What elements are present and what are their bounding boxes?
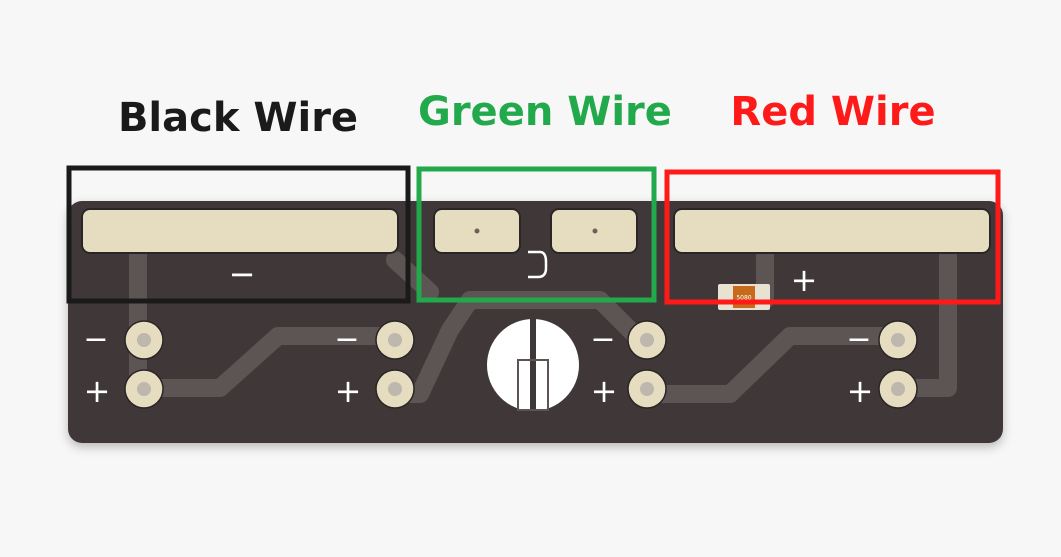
black-wire-pad bbox=[81, 208, 399, 254]
green-pad-left-via bbox=[474, 228, 480, 234]
pin-1-plus-symbol: + bbox=[84, 372, 111, 410]
green-wire-highlight-box bbox=[416, 166, 657, 303]
pin-group-4: − + bbox=[846, 320, 918, 410]
smd-resistor: 5080 bbox=[718, 284, 770, 310]
pin-2-minus-symbol: − bbox=[334, 322, 359, 357]
red-wire-highlight-box bbox=[664, 169, 1001, 305]
green-pad-right-via bbox=[592, 228, 598, 234]
pin-group-3: − + bbox=[590, 320, 667, 410]
red-wire-label: Red Wire bbox=[730, 89, 936, 135]
pin-group-1: − + bbox=[83, 320, 164, 410]
black-pad-minus-symbol: − bbox=[229, 255, 256, 293]
pin-3-plus-symbol: + bbox=[591, 372, 618, 410]
trace-center-left bbox=[386, 291, 649, 403]
red-wire-pad bbox=[673, 208, 991, 254]
pin-group-2: − + bbox=[334, 320, 415, 410]
trace-center-right bbox=[386, 251, 439, 301]
pin-3-minus-symbol: − bbox=[590, 322, 615, 357]
pin-1-minus-symbol: − bbox=[83, 322, 108, 357]
black-wire-highlight-box bbox=[66, 165, 411, 304]
green-wire-label: Green Wire bbox=[418, 89, 672, 135]
pin-2-plus-symbol: + bbox=[335, 372, 362, 410]
trace-ground-left bbox=[129, 327, 404, 397]
pin-4-minus-symbol: − bbox=[846, 322, 871, 357]
mounting-hole bbox=[487, 319, 579, 411]
black-wire-label: Black Wire bbox=[117, 95, 359, 141]
solder-jumper-mark bbox=[528, 250, 548, 279]
red-pad-plus-symbol: + bbox=[791, 261, 818, 299]
pin-4-plus-symbol: + bbox=[847, 372, 874, 410]
smd-resistor-marking: 5080 bbox=[736, 295, 751, 302]
trace-right bbox=[641, 327, 907, 403]
